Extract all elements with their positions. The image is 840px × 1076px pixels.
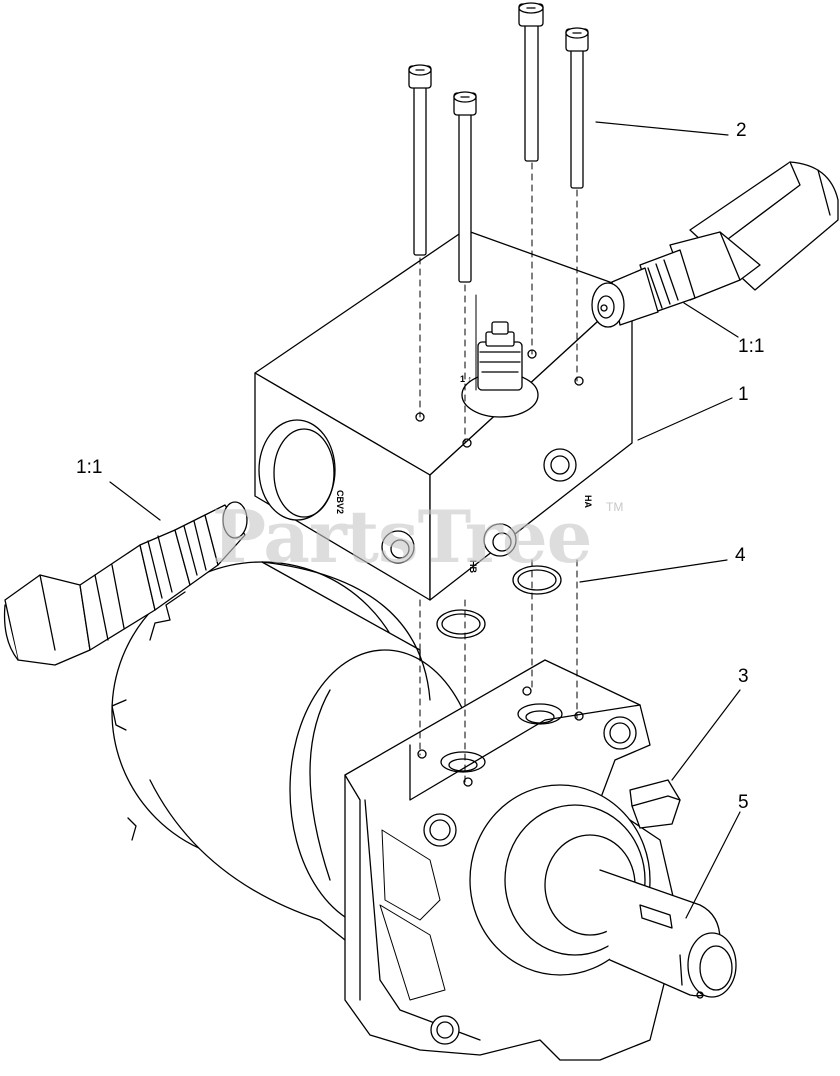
cap-screw-1: [408, 64, 432, 256]
partstree-watermark: PartsTree: [212, 494, 592, 579]
leader-lines: [109, 121, 741, 919]
hydraulic-motor: [111, 561, 737, 1061]
cap-screw-3: [518, 2, 544, 162]
o-rings: [436, 565, 562, 639]
callout-5: 5: [738, 792, 749, 813]
partstree-trademark: TM: [606, 500, 624, 514]
shaft-key: [629, 779, 681, 829]
callout-1-1-right: 1:1: [738, 336, 765, 357]
callout-1-1-left: 1:1: [76, 457, 103, 478]
cartridge-valve-right: [591, 161, 839, 328]
stamp-adjust: 1 ↕: [460, 374, 472, 384]
stamp-hb: HB: [468, 560, 478, 573]
stamp-cbv2: CBV2: [335, 490, 345, 514]
stamp-ha: HA: [583, 495, 593, 508]
cartridge-valve-left: [3, 501, 248, 666]
callout-1: 1: [738, 384, 749, 405]
valve-manifold-block: 1 ↕ CBV2 HB HA: [254, 229, 633, 601]
cap-screws: [408, 2, 589, 283]
callout-3: 3: [738, 666, 749, 687]
callout-4: 4: [735, 545, 746, 566]
assembly-centerlines: [419, 162, 578, 786]
cap-screw-2: [453, 91, 477, 283]
callout-2: 2: [736, 120, 747, 141]
cap-screw-4: [565, 27, 589, 189]
